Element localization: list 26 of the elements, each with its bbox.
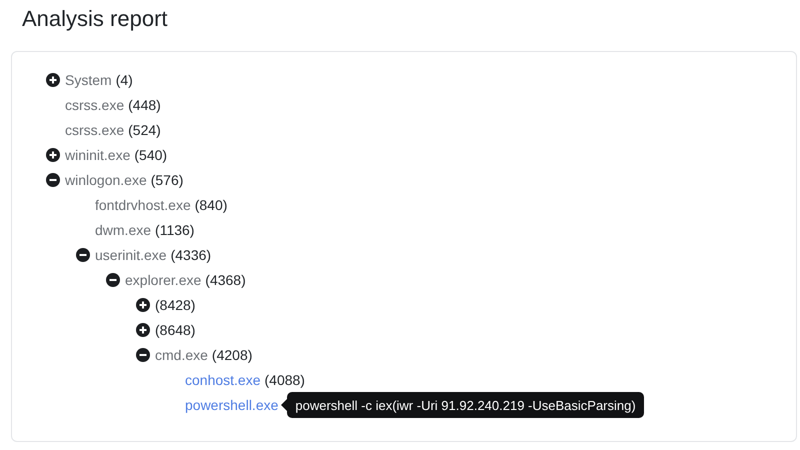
process-name: System [65,72,112,88]
process-name: userinit.exe [95,246,167,262]
process-id: (524) [128,122,161,138]
process-id: (4336) [170,246,212,262]
process-id: (8648) [155,322,196,338]
page-title: Analysis report [22,5,168,33]
process-id: (540) [134,146,168,162]
process-id: (576) [150,172,184,188]
process-link: powershell.exe [185,396,278,412]
process-name: winlogon.exe [65,172,147,188]
process-id: (448) [128,96,161,112]
process-name: cmd.exe [155,346,208,362]
process-name: dwm.exe [95,222,152,238]
process-id: (4088) [264,372,305,388]
process-name: csrss.exe [65,122,124,138]
process-id: (4) [116,72,133,88]
process-name: wininit.exe [65,146,130,162]
process-link: conhost.exe [185,372,260,388]
process-name: explorer.exe [125,272,202,288]
process-id: (8428) [155,296,196,312]
process-id: (4208) [212,346,252,362]
process-name: fontdrvhost.exe [95,196,191,212]
process-id: (4368) [205,272,246,288]
process-id: (1136) [155,222,194,238]
process-name: csrss.exe [65,96,124,112]
process-id: (840) [194,196,228,212]
